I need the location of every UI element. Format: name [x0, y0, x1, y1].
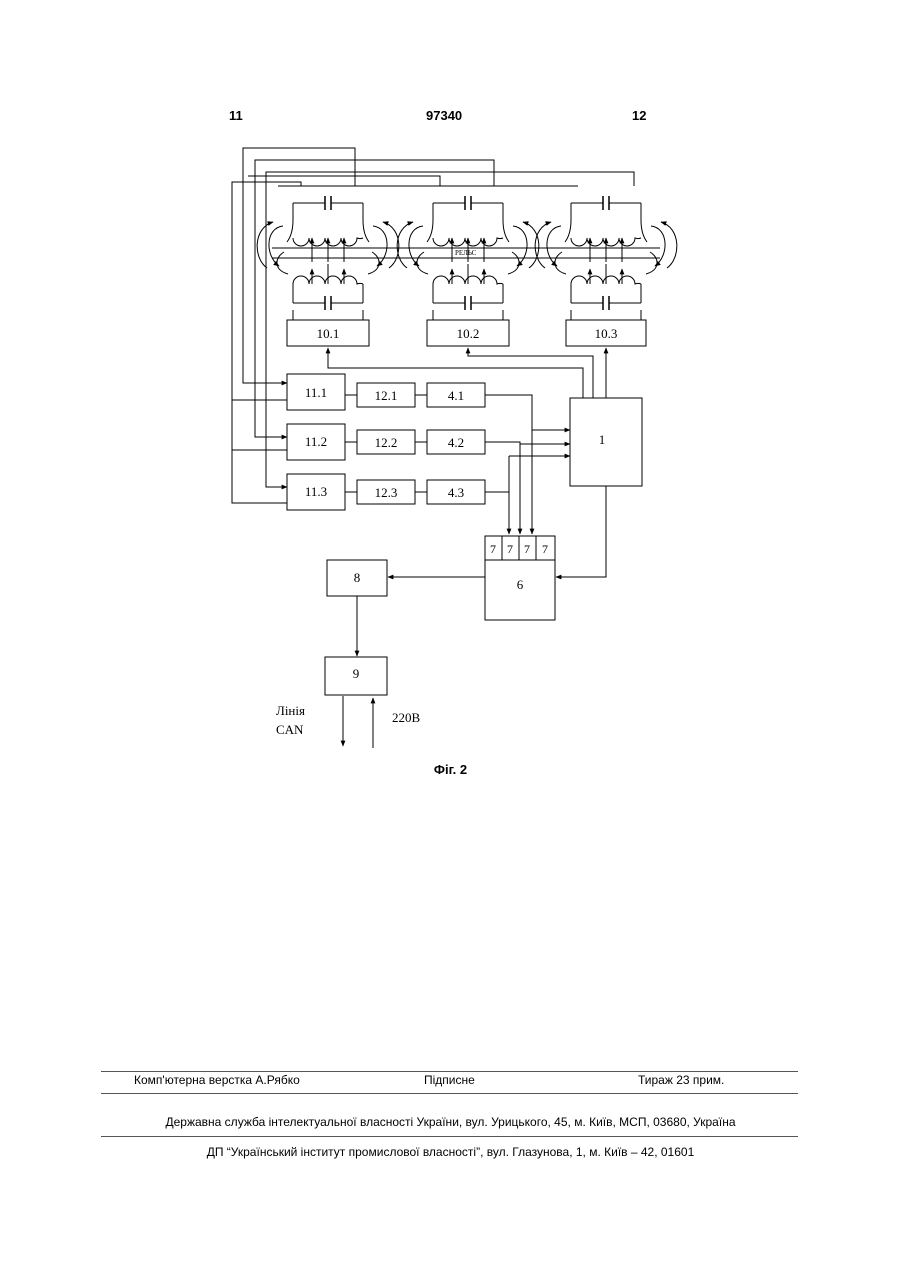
block-diagram: РЕЛЬС 10.1 10.2 10.3 11.1 11.2 11.3 12.1… [0, 0, 901, 800]
svg-text:11.3: 11.3 [305, 484, 327, 499]
svg-text:4.2: 4.2 [448, 435, 464, 450]
block-4-3: 4.3 [427, 480, 485, 504]
footer-circulation: Тираж 23 прим. [638, 1073, 724, 1087]
footer-agency: Державна служба інтелектуальної власност… [0, 1115, 901, 1129]
footer-rule-1 [101, 1071, 798, 1072]
svg-text:8: 8 [354, 570, 361, 585]
power-label: 220В [392, 710, 421, 725]
svg-text:9: 9 [353, 666, 360, 681]
block-11-2: 11.2 [287, 424, 345, 460]
svg-text:11.1: 11.1 [305, 385, 327, 400]
block-10-2: 10.2 [427, 320, 509, 346]
rail-label: РЕЛЬС [455, 249, 477, 257]
svg-text:6: 6 [517, 577, 524, 592]
svg-text:10.3: 10.3 [595, 326, 618, 341]
block-9: 9 [325, 657, 387, 695]
block-7-a: 7 [490, 542, 496, 556]
figure-caption: Фіг. 2 [0, 762, 901, 777]
sensor-1 [257, 196, 399, 322]
svg-text:10.2: 10.2 [457, 326, 480, 341]
can-line-label-2: CAN [276, 722, 304, 737]
footer-institute: ДП “Український інститут промислової вла… [0, 1145, 901, 1159]
block-12-2: 12.2 [357, 430, 415, 454]
sensor-3 [535, 196, 677, 322]
svg-text:4.3: 4.3 [448, 485, 464, 500]
svg-text:4.1: 4.1 [448, 388, 464, 403]
block-7-b: 7 [507, 542, 513, 556]
block-11-1: 11.1 [287, 374, 345, 410]
sensor-2 [397, 196, 539, 322]
svg-text:11.2: 11.2 [305, 434, 327, 449]
svg-text:1: 1 [599, 432, 606, 447]
block-7-c: 7 [524, 542, 530, 556]
block-4-1: 4.1 [427, 383, 485, 407]
can-line-label-1: Лінія [276, 703, 305, 718]
block-1: 1 [570, 398, 642, 486]
block-7-d: 7 [542, 542, 548, 556]
footer-signed: Підписне [424, 1073, 475, 1087]
block-4-2: 4.2 [427, 430, 485, 454]
block-12-1: 12.1 [357, 383, 415, 407]
block-10-1: 10.1 [287, 320, 369, 346]
footer-rule-2 [101, 1093, 798, 1094]
block-11-3: 11.3 [287, 474, 345, 510]
svg-text:12.1: 12.1 [375, 388, 398, 403]
block-12-3: 12.3 [357, 480, 415, 504]
svg-text:12.3: 12.3 [375, 485, 398, 500]
block-10-3: 10.3 [566, 320, 646, 346]
footer-rule-3 [101, 1136, 798, 1137]
svg-text:12.2: 12.2 [375, 435, 398, 450]
block-8: 8 [327, 560, 387, 596]
footer-typesetter: Комп'ютерна верстка А.Рябко [134, 1073, 300, 1087]
svg-text:10.1: 10.1 [317, 326, 340, 341]
